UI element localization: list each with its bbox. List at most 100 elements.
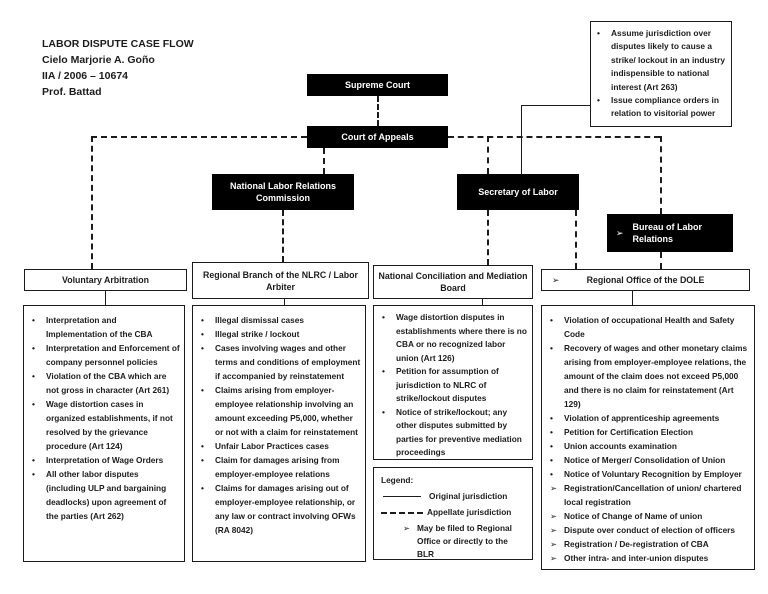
list-item: • Issue compliance orders in relation to …: [597, 94, 727, 121]
list-item: •Assume jurisdiction over disputes likel…: [597, 27, 727, 94]
bullet-icon: •: [201, 343, 204, 353]
list-item-text: Claim for damages arising from employer-…: [215, 455, 340, 479]
list-item: • Wage distortion cases in organized esta…: [32, 397, 180, 453]
list-item-text: All other labor disputes (including ULP …: [46, 469, 167, 521]
bullet-icon: •: [550, 315, 553, 325]
legend-original-jurisdiction: Original jurisdiction: [381, 490, 528, 503]
list-item: • Notice of Voluntary Recognition by Empl…: [550, 467, 750, 481]
list-item: •Illegal strike / lockout: [201, 327, 361, 341]
list-item-text: Notice of Change of Name of union: [564, 511, 703, 521]
bullet-icon: •: [201, 315, 204, 325]
node-label: Secretary of Labor: [478, 187, 558, 197]
arrow-bullet-icon: ➢: [550, 483, 557, 493]
bullet-icon: •: [32, 315, 35, 325]
node-label: Court of Appeals: [341, 132, 414, 142]
connector-courtofappeals-nlrc: [323, 148, 325, 174]
bullet-icon: •: [32, 469, 35, 479]
list-item-text: Cases involving wages and other terms an…: [215, 343, 361, 381]
node-label: National Labor Relations Commission: [229, 181, 336, 203]
connector-secretary-ncmb: [487, 210, 489, 265]
header-label: National Conciliation and Mediation Boar…: [378, 271, 528, 293]
bullet-icon: •: [201, 455, 204, 465]
connector-right-to-secretary: [487, 136, 489, 174]
list-item-text: Union accounts examination: [564, 441, 677, 451]
connector-blr-regionaloffice: [660, 252, 662, 269]
solid-line-icon: [383, 496, 421, 497]
bullet-icon: •: [597, 28, 600, 38]
bullet-icon: •: [382, 366, 385, 376]
header-label: Voluntary Arbitration: [62, 275, 149, 285]
list-item: •Claims arising from employer-employee r…: [201, 383, 361, 439]
header-voluntary-arbitration: Voluntary Arbitration: [24, 269, 187, 291]
voluntary-arbitration-list: • Interpretation and Implementation of th…: [23, 305, 185, 562]
node-court-of-appeals: Court of Appeals: [307, 126, 448, 148]
arrow-bullet-icon: ➢: [616, 228, 624, 238]
bullet-icon: •: [597, 95, 600, 106]
list-item: ➢ Notice of Change of Name of union: [550, 509, 750, 523]
doc-title: LABOR DISPUTE CASE FLOW: [42, 38, 194, 50]
list-item-text: Recovery of wages and other monetary cla…: [564, 343, 748, 409]
connector-notebox-to-secretary: [521, 105, 522, 174]
bullet-icon: •: [550, 469, 553, 479]
list-item: • All other labor disputes (including ULP…: [32, 467, 180, 523]
header-regional-branch-nlrc: Regional Branch of the NLRC / Labor Arbi…: [192, 262, 369, 299]
list-item: • Cases involving wages and other terms a…: [201, 341, 361, 383]
list-item: • Union accounts examination: [550, 439, 750, 453]
list-item-text: Violation of occupational Health and Saf…: [564, 315, 735, 339]
list-item-text: Notice of strike/lockout; any other disp…: [396, 406, 522, 458]
legend-box: Legend: Original jurisdiction Appellate …: [373, 467, 533, 560]
bullet-icon: •: [550, 427, 553, 437]
node-label: Bureau of Labor Relations: [632, 222, 703, 244]
bullet-icon: •: [32, 455, 35, 465]
list-item-text: Issue compliance orders in relation to v…: [611, 95, 719, 119]
section-id: IIA / 2006 – 10674: [42, 70, 129, 82]
list-item-text: Registration/Cancellation of union/ char…: [564, 483, 742, 507]
connector-notebox-horizontal: [521, 105, 590, 106]
bullet-icon: •: [382, 312, 385, 322]
list-item: •Claims for damages arising out of emplo…: [201, 481, 361, 537]
secretary-powers-note: •Assume jurisdiction over disputes likel…: [590, 21, 732, 127]
ncmb-list: • Wage distortion disputes in establishme…: [373, 305, 533, 460]
bullet-icon: •: [550, 413, 553, 423]
legend-label: Original jurisdiction: [429, 491, 508, 501]
list-item-text: Interpretation and Enforcement of compan…: [46, 343, 180, 367]
list-item: • Claim for damages arising from employer…: [201, 453, 361, 481]
professor-name: Prof. Battad: [42, 86, 102, 98]
bullet-icon: •: [201, 385, 204, 395]
arrow-bullet-icon: ➢: [550, 511, 557, 521]
connector-secretary-regionaloffice: [575, 210, 577, 269]
list-item: •Petition for assumption of jurisdiction…: [382, 365, 528, 406]
legend-title: Legend:: [381, 475, 414, 485]
list-item: •Notice of Merger/ Consolidation of Unio…: [550, 453, 750, 467]
list-item: • Violation of occupational Health and Sa…: [550, 313, 750, 341]
header-regional-office-dole: ➢ Regional Office of the DOLE: [541, 269, 750, 291]
list-item: •Notice of strike/lockout; any other dis…: [382, 406, 528, 460]
list-item-text: Wage distortion disputes in establishmen…: [396, 312, 527, 363]
list-item: ➢Other intra- and inter-union disputes: [550, 551, 750, 565]
arrow-bullet-icon: ➢: [550, 553, 557, 563]
legend-label: Appellate jurisdiction: [427, 507, 512, 517]
list-item: ➢Registration / De-registration of CBA: [550, 537, 750, 551]
list-item-text: Violation of apprenticeship agreements: [564, 413, 720, 423]
list-item-text: Wage distortion cases in organized estab…: [46, 399, 173, 451]
list-item: •Illegal dismissal cases: [201, 313, 361, 327]
list-item: ➢Dispute over conduct of election of off…: [550, 523, 750, 537]
bullet-icon: •: [32, 371, 35, 381]
list-item-text: Interpretation and Implementation of the…: [46, 315, 153, 339]
connector-regionalbranch-list: [284, 299, 285, 305]
bullet-icon: •: [32, 399, 35, 409]
list-item-text: Notice of Voluntary Recognition by Emplo…: [564, 469, 742, 479]
connector-regionaloffice-list: [632, 291, 633, 305]
list-item-text: Notice of Merger/ Consolidation of Union: [564, 455, 726, 465]
list-item: • Wage distortion disputes in establishme…: [382, 311, 528, 365]
connector-right-to-blr: [660, 136, 662, 214]
connector-voluntaryarbitration-list: [105, 291, 106, 305]
connector-ncmb-list: [482, 299, 483, 305]
list-item-text: Registration / De-registration of CBA: [564, 539, 709, 549]
node-bureau-of-labor-relations: ➢ Bureau of Labor Relations: [607, 214, 733, 252]
legend-appellate-jurisdiction: Appellate jurisdiction: [381, 506, 528, 519]
arrow-bullet-icon: ➢: [552, 275, 560, 285]
list-item-text: Claims for damages arising out of employ…: [215, 483, 356, 535]
bullet-icon: •: [550, 441, 553, 451]
